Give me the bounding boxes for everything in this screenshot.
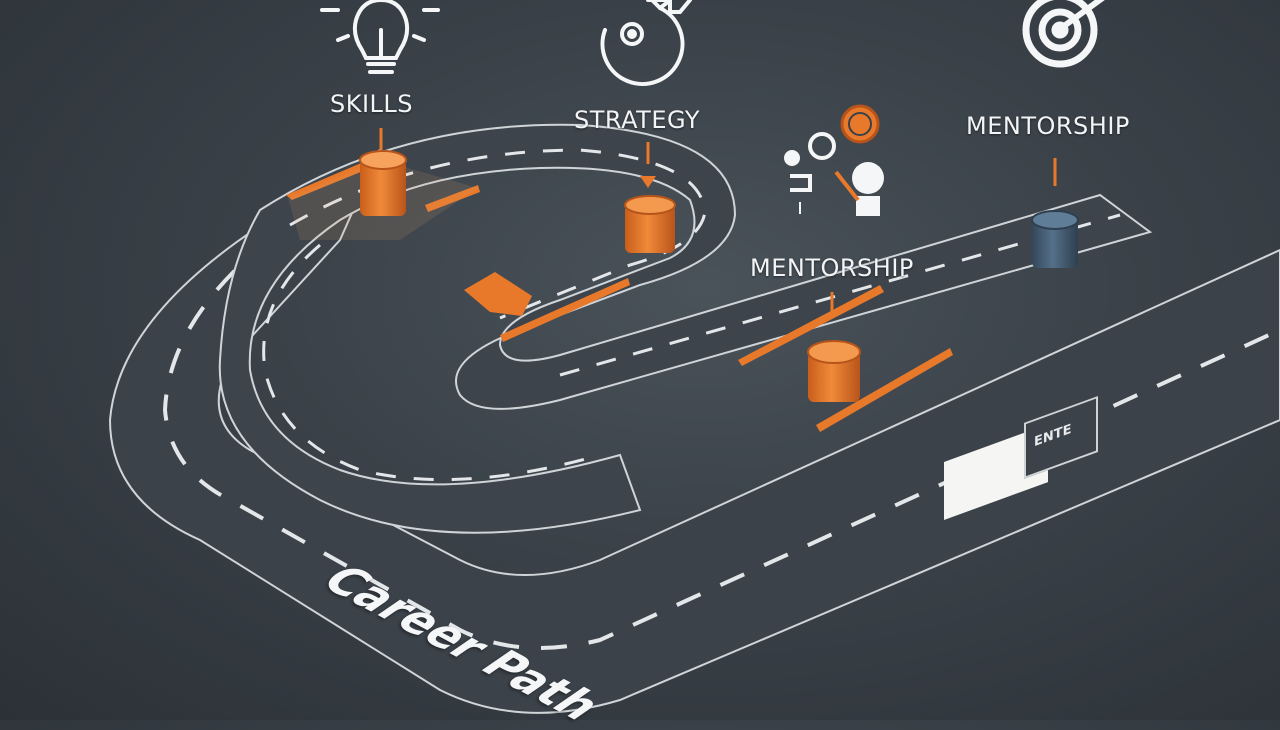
label-mentorship-mid: MENTORSHIP: [750, 254, 914, 282]
milestone-mentorship-top: [1031, 158, 1079, 268]
label-mentorship-top: MENTORSHIP: [966, 112, 1130, 140]
lightbulb-icon: [320, 0, 440, 74]
milestone-mentorship-mid: [807, 292, 861, 402]
label-skills: SKILLS: [330, 90, 414, 118]
gear-cycle-icon: [600, 0, 692, 86]
outer-road: [108, 147, 1280, 714]
sign-text: ENTE: [1034, 421, 1072, 451]
mentor-people-icon: [784, 104, 884, 216]
milestone-skills: [359, 128, 407, 216]
target-icon: [1022, 0, 1105, 68]
milestone-strategy: [624, 142, 676, 253]
label-strategy: STRATEGY: [574, 106, 701, 134]
orange-markers: [286, 155, 953, 432]
